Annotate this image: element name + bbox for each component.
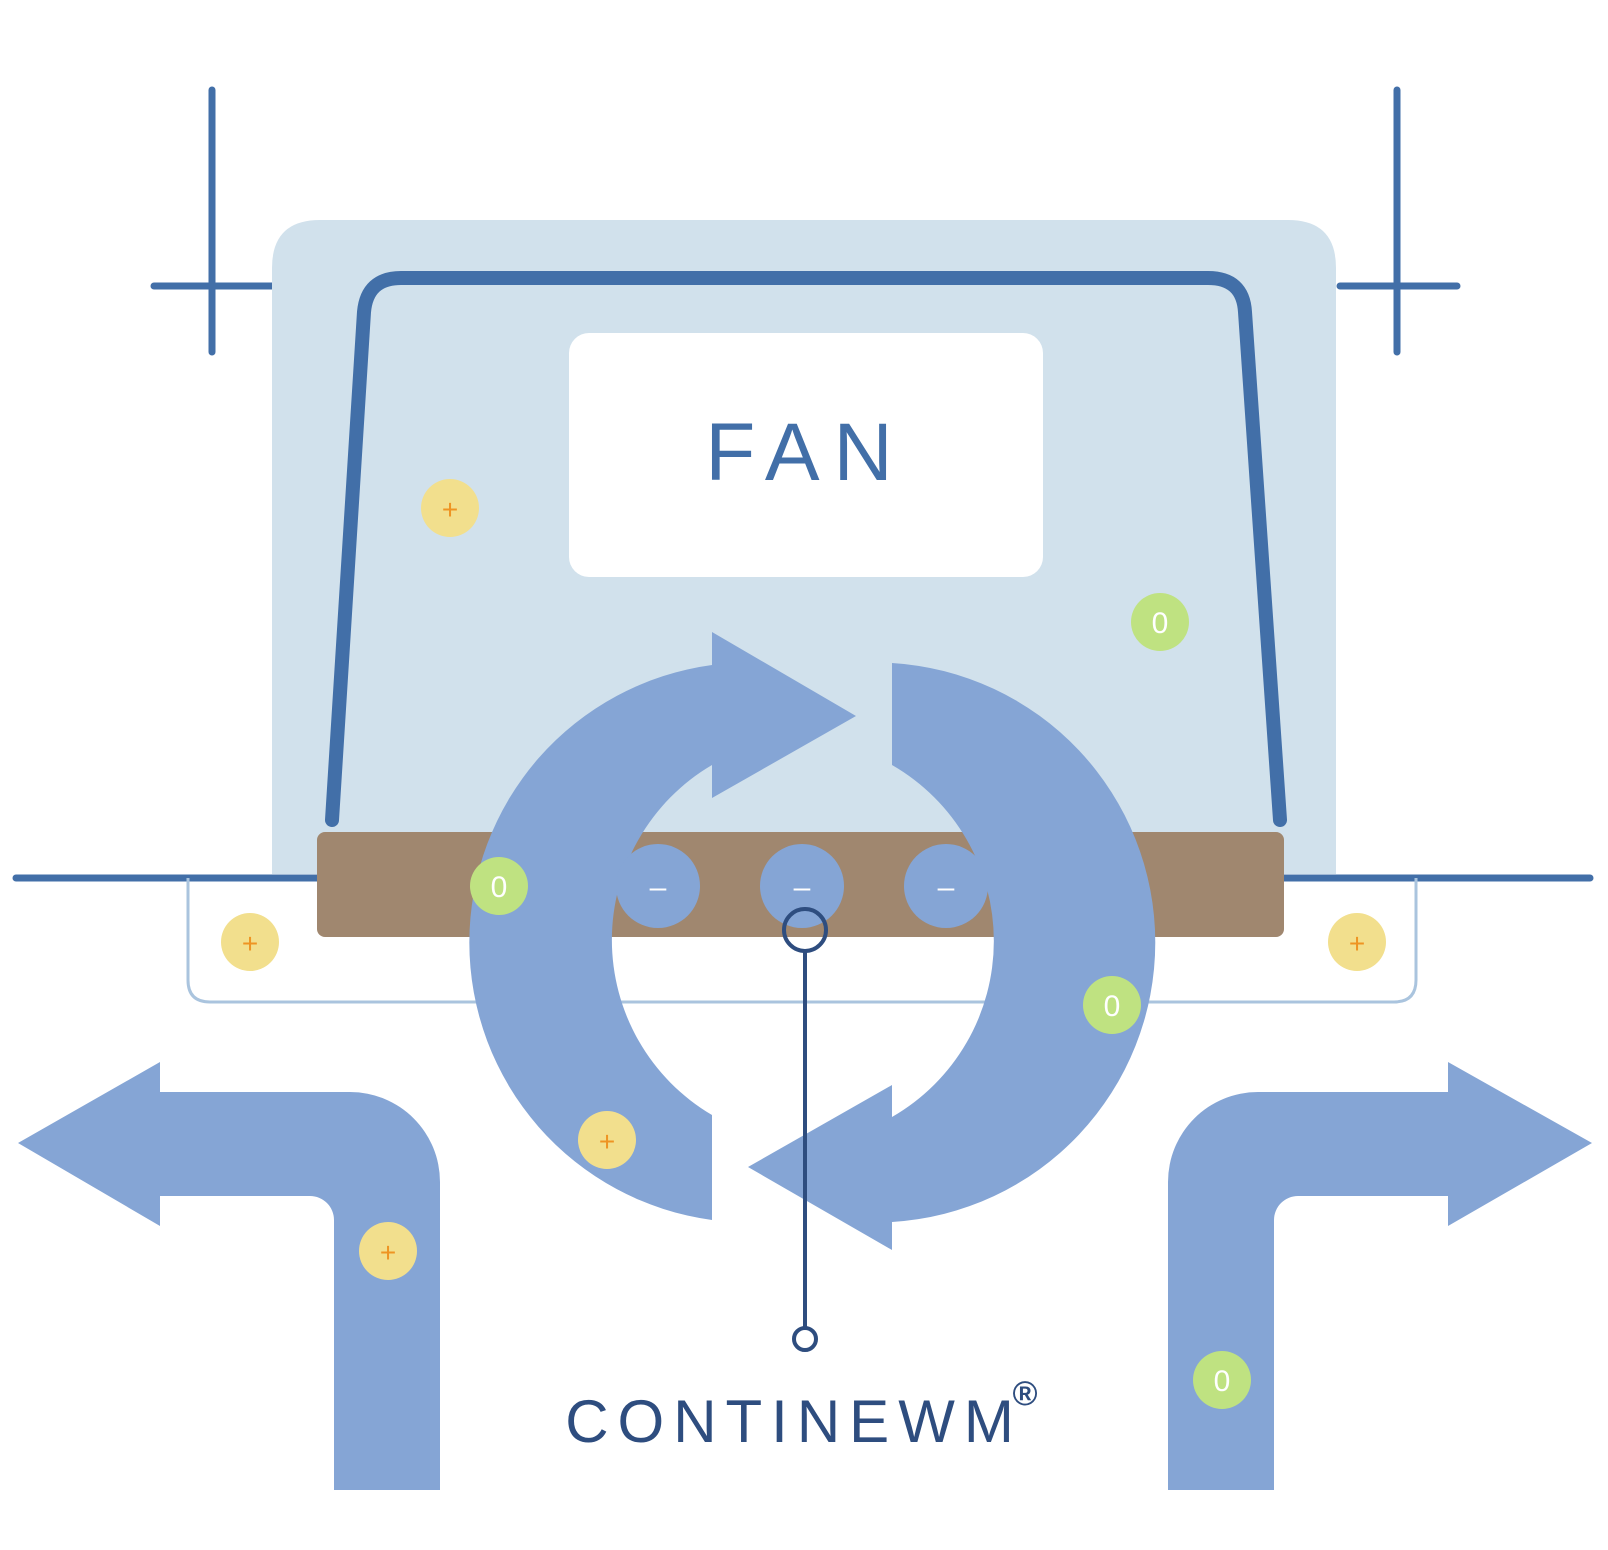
ion-positive-loop-left: +	[578, 1111, 636, 1169]
fan-label: FAN	[705, 407, 906, 498]
ion-positive-right-duct-symbol: +	[1349, 928, 1365, 959]
ion-positive-housing-symbol: +	[442, 494, 458, 525]
ion-positive-loop-left-symbol: +	[599, 1126, 615, 1157]
ion-neutral-housing-dot	[1131, 593, 1189, 651]
outlet-arrow-right	[1168, 1062, 1592, 1490]
ion-positive-left-outlet-dot	[359, 1222, 417, 1280]
ion-negative-1-dot	[616, 844, 700, 928]
brand-name: CONTINEWM	[565, 1388, 1023, 1455]
ion-neutral-filter: 0	[470, 857, 528, 915]
ion-neutral-housing: 0	[1131, 593, 1189, 651]
circulation-arrow-top	[469, 632, 856, 1220]
ion-negative-3: –	[904, 844, 988, 928]
circulation-arrow-bottom	[748, 663, 1156, 1250]
ionizer-pointer	[782, 907, 828, 1352]
ion-negative-1: –	[616, 844, 700, 928]
mount-mark-right	[1336, 86, 1461, 356]
ion-neutral-right-outlet-symbol: 0	[1214, 1365, 1231, 1398]
ion-negative-3-symbol: –	[938, 871, 955, 904]
fan-inner-outline	[325, 271, 1287, 827]
outlet-arrow-left	[18, 1062, 440, 1490]
ion-neutral-filter-symbol: 0	[491, 871, 508, 904]
ion-neutral-loop-right-dot	[1083, 976, 1141, 1034]
ion-positive-left-outlet-symbol: +	[380, 1237, 396, 1268]
ceiling-recess-outline	[186, 878, 1418, 1004]
ion-positive-loop-left-dot	[578, 1111, 636, 1169]
ion-neutral-housing-symbol: 0	[1152, 607, 1169, 640]
ion-negative-2-symbol: –	[794, 871, 811, 904]
ion-neutral-loop-right: 0	[1083, 976, 1141, 1034]
mount-mark-left	[150, 86, 276, 356]
ion-positive-left-duct: +	[221, 913, 279, 971]
ion-particles: +0 0 – – – + +0 + +0	[221, 479, 1386, 1409]
ion-negative-2: –	[760, 844, 844, 928]
ion-positive-left-outlet: +	[359, 1222, 417, 1280]
ion-positive-right-duct-dot	[1328, 913, 1386, 971]
ion-negative-3-dot	[904, 844, 988, 928]
registered-mark: ®	[1012, 1375, 1037, 1413]
ion-positive-housing: +	[421, 479, 479, 537]
ion-neutral-right-outlet-dot	[1193, 1351, 1251, 1409]
fan-label-box	[569, 333, 1043, 577]
ion-neutral-loop-right-symbol: 0	[1104, 990, 1121, 1023]
ion-positive-right-duct: +	[1328, 913, 1386, 971]
ion-negative-2-dot	[760, 844, 844, 928]
ion-neutral-filter-dot	[470, 857, 528, 915]
ion-positive-left-duct-symbol: +	[242, 928, 258, 959]
ion-neutral-right-outlet: 0	[1193, 1351, 1251, 1409]
ion-positive-left-duct-dot	[221, 913, 279, 971]
ion-positive-housing-dot	[421, 479, 479, 537]
ion-negative-1-symbol: –	[650, 871, 667, 904]
